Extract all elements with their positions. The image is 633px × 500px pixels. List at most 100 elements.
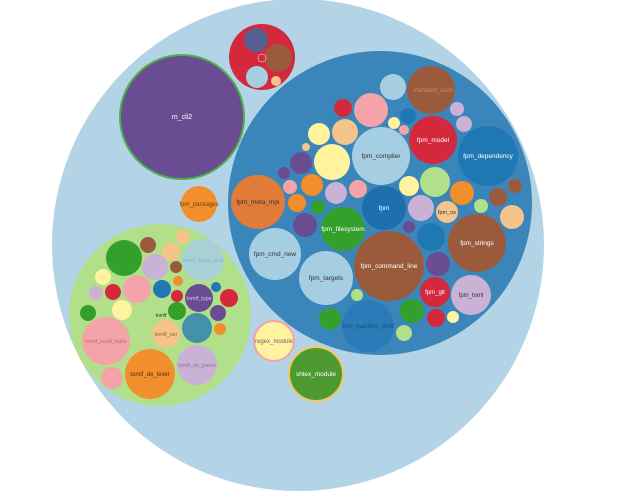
fpm-child[interactable] [334,99,352,117]
red-cluster-child[interactable] [264,44,292,72]
red-cluster-child[interactable] [244,28,268,52]
fpm-child[interactable] [447,311,459,323]
fpm-meta-mpi-bubble[interactable] [231,175,285,229]
tomlf-child[interactable] [142,254,168,280]
fpm-child[interactable] [302,143,310,151]
fpm-targets-bubble[interactable] [299,251,353,305]
node-fpm-filesystem[interactable]: fpm_filesystem [321,207,365,251]
fpm-child[interactable] [450,181,474,205]
fpm-child[interactable] [400,108,416,124]
tomlf-de-parse-bubble[interactable] [182,313,212,343]
fpm-child[interactable] [403,221,415,233]
tomlf-child[interactable] [168,302,186,320]
regex-module-bubble[interactable] [253,320,295,362]
tomlf-build-arra-bubble[interactable] [182,239,224,281]
fpm-child[interactable] [290,152,312,174]
fpm-child[interactable] [427,309,445,327]
node-fpm-toml[interactable]: fpm_toml [451,275,491,315]
tomlf-child[interactable] [170,261,182,273]
fpm-cmd-new-bubble[interactable] [249,228,301,280]
fpm-child[interactable] [399,125,409,135]
node-tomlf-de-parse-label-group[interactable]: tomlf_de_parse [177,345,217,385]
fpm-child[interactable] [508,179,522,193]
fpm-model-bubble[interactable] [409,116,457,164]
node-tomlf-build-table[interactable]: tomlf_build_table [82,317,130,365]
fpm-child[interactable] [301,174,323,196]
tomlf-child[interactable] [89,286,103,300]
tomlf-ser-bubble[interactable] [152,320,180,348]
node-regex-module[interactable]: regex_module [253,320,295,362]
fpm-child[interactable] [400,299,424,323]
fpm-child[interactable] [354,93,388,127]
fpm-command-line-bubble[interactable] [354,231,424,301]
node-fpm-cmd-new[interactable]: fpm_cmd_new [249,228,301,280]
fpm-child[interactable] [283,180,297,194]
tomlf-child[interactable] [101,367,123,389]
node-tomlf-ser[interactable]: tomlf_ser [152,320,180,348]
node-fpm-strings[interactable]: fpm_strings [448,214,506,272]
tomlf-de-lexer-bubble[interactable] [125,349,175,399]
fpm-child[interactable] [349,180,367,198]
tomlf-child[interactable] [153,280,171,298]
node-tomlf-type[interactable]: tomlf_type [185,284,213,312]
node-tomlf-de-parse[interactable] [182,313,212,343]
red-cluster-child[interactable] [271,76,281,86]
fpm-packages-bubble[interactable] [181,186,217,222]
tomlf-child[interactable] [220,289,238,307]
node-shlex-module[interactable]: shlex_module [288,346,344,402]
node-fpm-dependency[interactable]: fpm_dependency [458,126,518,186]
tomlf-child[interactable] [171,290,183,302]
fpm-bubble[interactable] [362,186,406,230]
fpm-child[interactable] [417,223,445,251]
fpm-child[interactable] [388,117,400,129]
node-tomlf-de-lexer[interactable]: tomlf_de_lexer [125,349,175,399]
fpm-child[interactable] [332,119,358,145]
fpm-child[interactable] [399,176,419,196]
m-cli2-bubble[interactable] [119,54,245,180]
fpm-child[interactable] [311,200,325,214]
node-fpm-compiler[interactable]: fpm_compiler [352,127,410,185]
fpm-compiler-bubble[interactable] [352,127,410,185]
fpm-child[interactable] [450,102,464,116]
fpm-child[interactable] [426,252,450,276]
fpm-child[interactable] [456,116,472,132]
fpm-child[interactable] [319,308,341,330]
tomlf-child[interactable] [105,284,121,300]
tomlf-child[interactable] [80,305,96,321]
node-standard-cach[interactable]: standard_cach [407,66,455,114]
fpm-strings-bubble[interactable] [448,214,506,272]
fpm-toml-bubble[interactable] [451,275,491,315]
fpm-dependency-bubble[interactable] [458,126,518,186]
tomlf-child[interactable] [95,269,111,285]
fpm-child[interactable] [408,195,434,221]
tomlf-child[interactable] [106,240,142,276]
fpm-child[interactable] [474,199,488,213]
fpm-child[interactable] [288,194,306,212]
fpm-manifest-profi-bubble[interactable] [342,300,394,352]
node-tomlf-build-arra[interactable]: tomlf_build_arra [182,239,224,281]
fpm-child[interactable] [293,213,317,237]
red-cluster-child[interactable] [246,66,268,88]
fpm-child[interactable] [420,167,450,197]
fpm-child[interactable] [308,123,330,145]
fpm-child[interactable] [278,167,290,179]
node-fpm-model[interactable]: fpm_model [409,116,457,164]
tomlf-build-table-bubble[interactable] [82,317,130,365]
tomlf-child[interactable] [211,282,221,292]
node-fpm-os[interactable]: fpm_os [436,201,458,223]
tomlf-child[interactable] [173,276,183,286]
node-fpm[interactable]: fpm [362,186,406,230]
fpm-git-bubble[interactable] [420,277,450,307]
fpm-child[interactable] [314,144,350,180]
red-cluster-child[interactable] [257,53,267,63]
fpm-child[interactable] [325,182,347,204]
standard-cach-bubble[interactable] [407,66,455,114]
fpm-child[interactable] [500,205,524,229]
fpm-child[interactable] [351,289,363,301]
tomlf-child[interactable] [176,230,190,244]
tomlf-child[interactable] [112,300,132,320]
node-fpm-targets[interactable]: fpm_targets [299,251,353,305]
node-fpm-manifest-profi[interactable]: fpm_manifest_profi [342,300,394,352]
fpm-child[interactable] [380,74,406,100]
node-fpm-command-line[interactable]: fpm_command_line [354,231,424,301]
